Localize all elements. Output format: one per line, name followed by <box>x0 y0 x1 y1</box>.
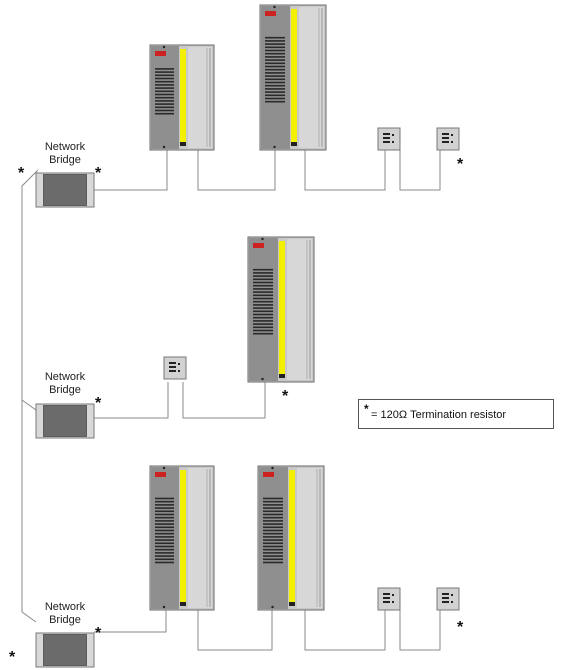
trunk-cable <box>21 169 39 411</box>
bridge-label: Network Bridge <box>30 141 100 167</box>
servo-drive <box>259 4 327 151</box>
servo-drive <box>257 465 325 611</box>
termination-resistor <box>377 587 401 611</box>
network-bridge <box>35 403 95 439</box>
termination-resistor <box>377 127 401 151</box>
cable <box>94 610 167 633</box>
cable <box>197 610 273 651</box>
cable <box>399 150 441 191</box>
termination-resistor <box>163 356 187 380</box>
trunk-cable <box>21 400 37 623</box>
bridge-label-line2: Bridge <box>49 154 81 166</box>
legend-symbol: * <box>364 402 369 416</box>
termination-marker: * <box>18 165 25 182</box>
termination-marker: * <box>95 165 102 182</box>
network-bridge <box>35 172 95 208</box>
cable <box>304 150 386 191</box>
bridge-label: Network Bridge <box>30 371 100 397</box>
cable <box>197 150 276 191</box>
legend-box: * = 120Ω Termination resistor <box>358 399 554 429</box>
bridge-label-line1: Network <box>44 601 86 613</box>
servo-drive <box>149 465 215 611</box>
termination-marker: * <box>282 388 289 405</box>
termination-marker: * <box>95 625 102 642</box>
cable <box>399 610 441 651</box>
termination-marker: * <box>457 156 464 173</box>
cable <box>94 150 168 191</box>
bridge-label: Network Bridge <box>30 601 100 627</box>
bridge-label-line2: Bridge <box>49 384 81 396</box>
servo-drive <box>247 236 315 383</box>
cable <box>182 382 266 419</box>
network-bridge <box>35 632 95 668</box>
cable <box>94 382 169 419</box>
servo-drive <box>149 44 215 151</box>
termination-resistor <box>436 587 460 611</box>
legend-text: = 120Ω Termination resistor <box>371 409 507 421</box>
termination-resistor <box>436 127 460 151</box>
termination-marker: * <box>457 619 464 636</box>
cable <box>304 610 386 651</box>
termination-marker: * <box>95 395 102 412</box>
termination-marker: * <box>9 649 16 666</box>
bridge-label-line1: Network <box>44 141 86 153</box>
bridge-label-line1: Network <box>44 371 86 383</box>
bridge-label-line2: Bridge <box>49 614 81 626</box>
